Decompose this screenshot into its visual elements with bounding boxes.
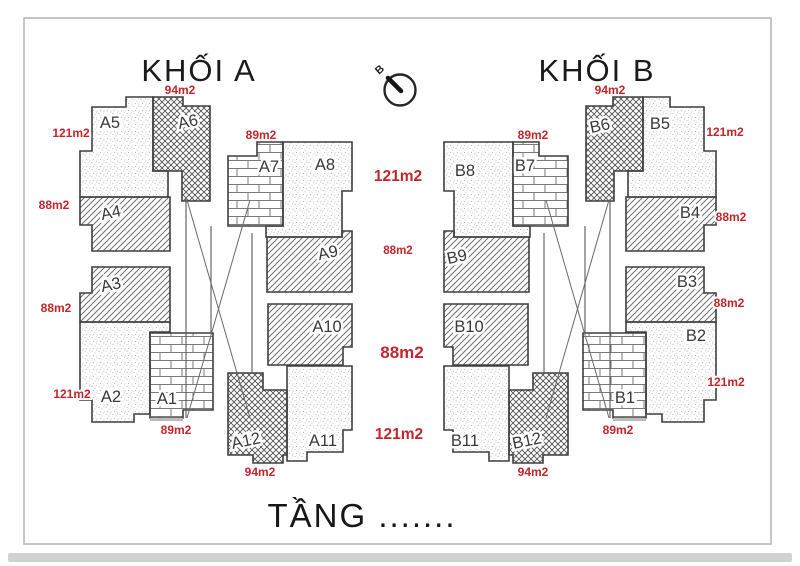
- area-label-a5: 121m2: [52, 126, 90, 140]
- unit-b12-region: [508, 372, 569, 464]
- unit-a2-label: A2: [101, 388, 121, 406]
- block-b: [443, 96, 717, 464]
- unit-b9-region: [443, 230, 530, 293]
- block-a: [79, 96, 353, 464]
- photo-edge-strip: [8, 553, 792, 562]
- block-a-title: KHỐI A: [141, 52, 256, 88]
- unit-a8-label: A8: [315, 156, 335, 174]
- area-label-b12: 94m2: [518, 465, 549, 479]
- unit-a10-region: [267, 303, 353, 366]
- unit-a11-label: A11: [309, 432, 337, 450]
- area-label-b2: 121m2: [707, 375, 745, 389]
- unit-b4-label: B4: [680, 204, 700, 222]
- unit-a1-label: A1: [157, 390, 177, 408]
- unit-b2-label: B2: [686, 327, 706, 345]
- unit-a11-region: [286, 365, 353, 462]
- unit-b11-region: [443, 365, 510, 462]
- unit-a3-region: [79, 266, 171, 323]
- area-label-b1: 89m2: [603, 423, 634, 437]
- area-label-b3: 88m2: [714, 296, 745, 310]
- area-label-b4: 88m2: [716, 210, 747, 224]
- area-label-a3: 88m2: [41, 301, 72, 315]
- unit-b6-region: [585, 96, 644, 202]
- unit-a4-region: [79, 196, 171, 252]
- threshold-shadow: [613, 418, 646, 421]
- unit-a6-region: [152, 96, 211, 202]
- unit-b3-label: B3: [677, 273, 697, 291]
- unit-b4-region: [625, 196, 717, 252]
- area-label-a6: 94m2: [165, 83, 196, 97]
- area-label-a12: 94m2: [245, 465, 276, 479]
- unit-a7-region: [227, 141, 284, 227]
- stair-line: [545, 199, 610, 419]
- unit-b7-region: [512, 141, 569, 227]
- unit-a5-label: A5: [100, 114, 120, 132]
- compass-icon: B: [373, 63, 417, 107]
- unit-b11-label: B11: [451, 432, 479, 450]
- unit-b1-label: B1: [615, 389, 635, 407]
- area-label-center-top: 121m2: [374, 168, 422, 185]
- compass-north-letter: B: [373, 63, 387, 77]
- unit-a7-label: A7: [259, 158, 279, 176]
- unit-b5-label: B5: [650, 115, 670, 133]
- unit-b10-region: [443, 303, 529, 366]
- area-label-center-upper: 88m2: [383, 245, 412, 257]
- area-label-b6: 94m2: [595, 83, 626, 97]
- unit-a9-region: [266, 230, 353, 293]
- compass-needle: [385, 75, 404, 94]
- unit-a12-region: [227, 372, 288, 464]
- threshold-shadow: [150, 418, 183, 421]
- page-border: [23, 17, 772, 545]
- area-label-center-lower: 88m2: [380, 343, 423, 362]
- unit-a10-label: A10: [312, 318, 341, 336]
- block-b-title: KHỐI B: [538, 52, 655, 88]
- unit-b3-region: [625, 266, 717, 323]
- floor-label: TẦNG .......: [267, 497, 456, 534]
- unit-b10-label: B10: [454, 318, 483, 336]
- unit-b7-label: B7: [515, 157, 535, 175]
- area-label-a1: 89m2: [161, 423, 192, 437]
- unit-b8-label: B8: [455, 162, 475, 180]
- area-label-a4: 88m2: [39, 198, 70, 212]
- area-label-a7: 89m2: [246, 128, 277, 142]
- unit-b2-region: [625, 321, 717, 423]
- area-label-center-bottom: 121m2: [375, 426, 423, 443]
- area-label-b5: 121m2: [706, 125, 744, 139]
- stair-line: [186, 199, 251, 419]
- area-label-a2: 121m2: [53, 387, 91, 401]
- compass-circle: [383, 73, 417, 107]
- unit-a2-region: [79, 321, 171, 423]
- area-label-b7: 89m2: [518, 128, 549, 142]
